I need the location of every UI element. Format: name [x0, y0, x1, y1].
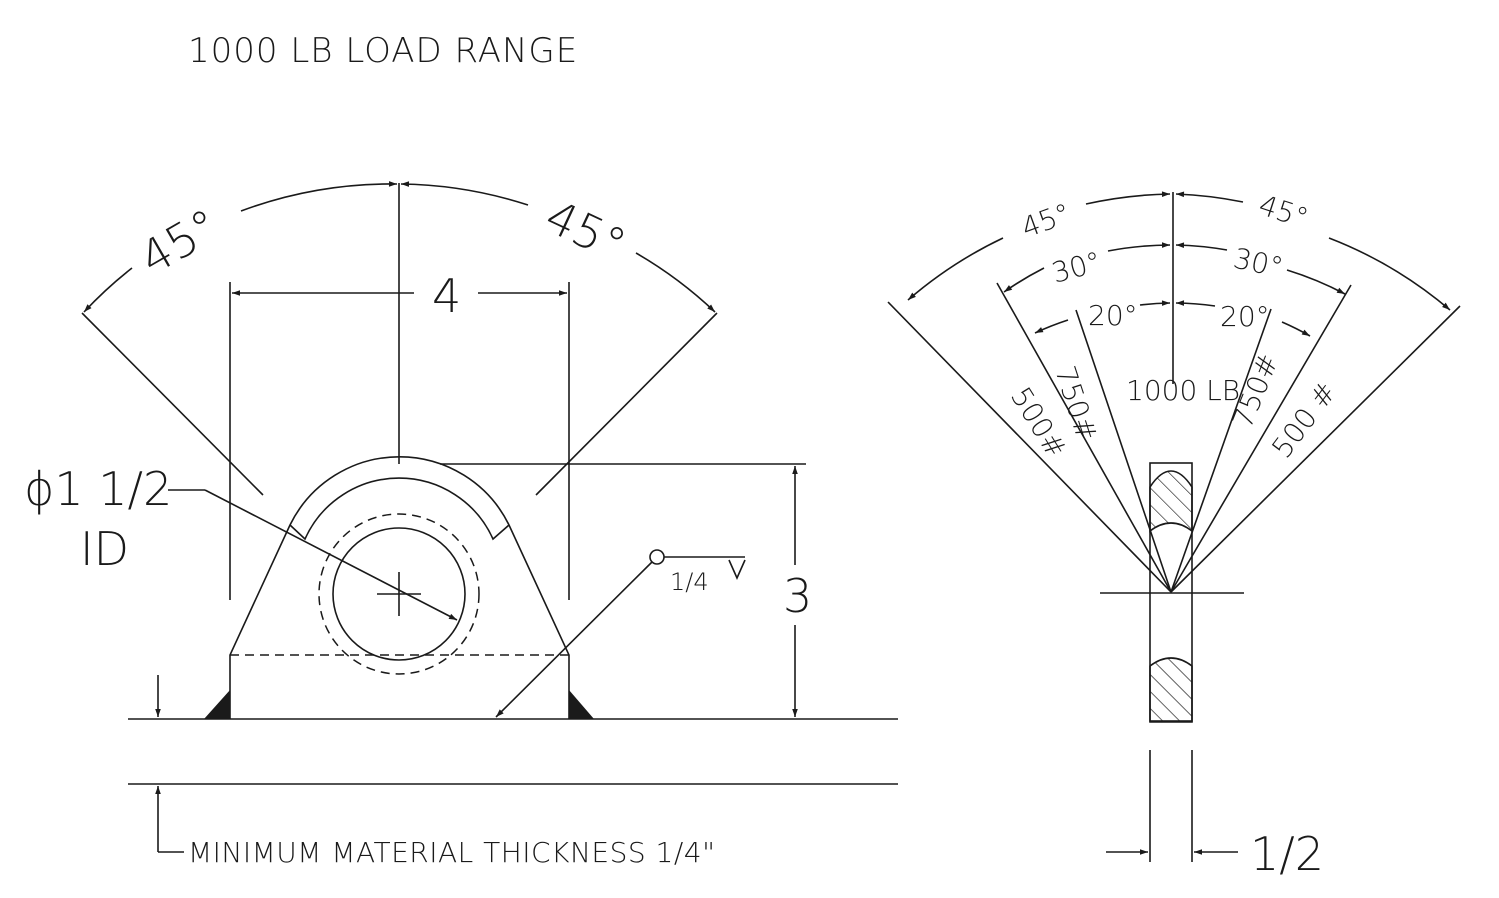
load-line-45-right: [1170, 305, 1461, 593]
arc-45-left-inner: [1085, 191, 1171, 205]
height-dimension: 3: [783, 569, 812, 623]
arc-20-right-outer: [1281, 321, 1311, 337]
arc-30-left-outer: [1003, 267, 1045, 293]
angle-arc-right-upper: [400, 181, 529, 206]
angle-arc-right: [635, 252, 716, 313]
load-line-right-45: [535, 312, 718, 496]
arc-20-left-inner: [1139, 300, 1171, 306]
load-500-right: 500 #: [1265, 376, 1343, 464]
angle-45-left: 45°: [1017, 197, 1075, 245]
weld-callout-circle: [649, 549, 665, 565]
angle-label-right: 45°: [537, 189, 634, 272]
load-line-20-right: [1170, 308, 1272, 593]
bore-circle: [332, 527, 466, 661]
load-line-45-left: [887, 301, 1172, 593]
side-view: 45° 45° 30° 30° 20° 20° 1000 LB 750# 750…: [887, 188, 1461, 881]
weld-symbol-icon: [728, 559, 746, 580]
arc-30-right-outer: [1286, 269, 1346, 295]
arc-30-right-inner: [1175, 242, 1228, 251]
load-line-left-45: [81, 312, 264, 496]
angle-45-right: 45°: [1255, 188, 1312, 235]
bore-hidden-circle: [318, 513, 480, 675]
front-view: 45° 45° 4 3 ϕ1 1/2 ID 1/4 MINIMUM MATERI…: [24, 181, 898, 869]
load-line-30-left: [996, 282, 1172, 593]
arc-20-left-outer: [1034, 319, 1069, 334]
angle-arc-left-upper: [240, 181, 398, 212]
thickness-dimension: 1/2: [1250, 827, 1324, 881]
weld-callout-leader: [495, 561, 653, 718]
drawing-title: 1000 LB LOAD RANGE: [188, 31, 578, 71]
bore-dimension: ϕ1 1/2: [24, 462, 172, 516]
fillet-weld-left: [204, 690, 230, 719]
bore-leader-diagonal: [204, 489, 458, 621]
fillet-weld-right: [569, 690, 594, 719]
angle-20-right: 20°: [1220, 300, 1270, 333]
load-center-label: 1000 LB: [1126, 374, 1240, 407]
arc-45-right-outer: [1328, 237, 1451, 311]
angle-arc-left: [83, 267, 133, 313]
angle-30-left: 30°: [1048, 245, 1104, 290]
angle-20-left: 20°: [1088, 299, 1138, 332]
arc-45-right-inner: [1175, 191, 1244, 203]
load-line-20-left: [1075, 309, 1172, 593]
arc-45-left-outer: [907, 237, 1004, 301]
weld-size: 1/4: [670, 568, 709, 596]
section-hatch-top: [1149, 470, 1193, 533]
arc-30-left-inner: [1107, 242, 1171, 252]
angle-30-right: 30°: [1231, 242, 1286, 285]
material-thickness-note: MINIMUM MATERIAL THICKNESS 1/4": [188, 836, 715, 869]
lug-top-inner-arc: [289, 477, 510, 541]
section-hatch-bottom: [1149, 657, 1193, 723]
arc-20-right-inner: [1175, 300, 1216, 307]
bore-dimension-id: ID: [80, 522, 129, 576]
load-line-30-right: [1170, 284, 1352, 593]
angle-label-left: 45°: [131, 198, 229, 286]
width-dimension: 4: [432, 269, 461, 323]
